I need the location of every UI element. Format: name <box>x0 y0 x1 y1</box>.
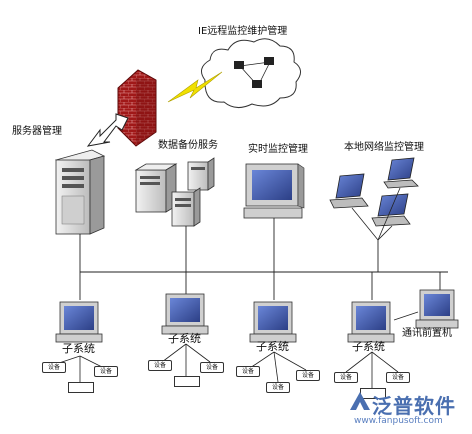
device-box: 设备 <box>148 360 172 371</box>
subsystem-label: 子系统 <box>62 342 95 355</box>
cloud-computer-icon <box>234 57 274 88</box>
device-box: 设备 <box>296 370 320 381</box>
comm-computer-icon <box>415 289 459 329</box>
backup-server-icon <box>134 157 215 227</box>
device-box: 设备 <box>42 362 66 373</box>
comm-frontend-label: 通讯前置机 <box>402 328 452 339</box>
local-network-label: 本地网络监控管理 <box>344 142 424 153</box>
device-box: 设备 <box>94 366 118 377</box>
device-box-empty <box>68 382 94 393</box>
subsystem-label: 子系统 <box>256 340 289 353</box>
device-box-empty <box>174 376 200 387</box>
network-lines <box>79 218 448 300</box>
realtime-monitoring-label: 实时监控管理 <box>248 144 308 155</box>
server-tower-icon <box>54 149 106 235</box>
device-box: 设备 <box>386 372 410 383</box>
remote-monitoring-label: IE远程监控维护管理 <box>198 26 288 37</box>
brand-icon <box>350 392 370 410</box>
data-backup-label: 数据备份服务 <box>158 140 218 151</box>
subsystem-label: 子系统 <box>168 332 201 345</box>
firewall-icon <box>117 69 157 147</box>
laptop-icon <box>329 157 419 227</box>
realtime-monitor-icon <box>243 163 305 219</box>
comm-link <box>393 311 419 321</box>
device-box: 设备 <box>236 366 260 377</box>
brand-logo: 泛普软件 www.fanpusoft.com <box>346 386 470 430</box>
subsystem-label: 子系统 <box>352 340 385 353</box>
device-box: 设备 <box>200 362 224 373</box>
laptop-links <box>351 187 401 241</box>
lightning-icon <box>167 71 223 103</box>
brand-url: www.fanpusoft.com <box>354 416 443 426</box>
subsystem-computer-icon <box>55 293 395 343</box>
brand-name: 泛普软件 <box>372 394 456 418</box>
cloud-icon <box>200 38 301 108</box>
server-management-label: 服务器管理 <box>12 126 62 137</box>
device-box: 设备 <box>266 382 290 393</box>
double-arrow-icon <box>86 113 129 147</box>
device-box: 设备 <box>334 372 358 383</box>
